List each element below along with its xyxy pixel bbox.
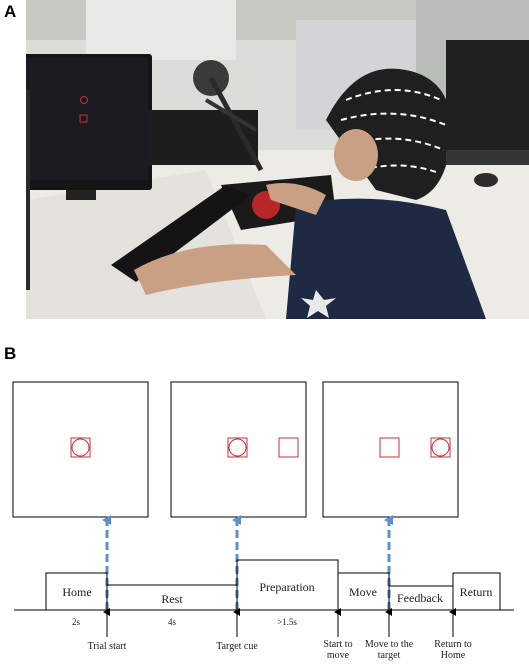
screen-move-to-target: [322, 381, 459, 518]
event-label-return-home: Return to Home: [434, 639, 472, 661]
event-label-move-to-target-wrap: Move to the target: [364, 639, 414, 661]
home-square-icon: [227, 437, 248, 458]
left-arm: [134, 244, 296, 295]
event-label-start-to-move-wrap: Start to move: [323, 639, 353, 661]
trial-timeline-schematic: Home Rest Preparation Move Feedback Retu…: [12, 381, 514, 661]
phase-label-move: Move: [349, 585, 377, 599]
panel-a-label: A: [4, 2, 17, 21]
cursor-circle-icon: [431, 438, 450, 457]
event-label-start-to-move: Start to move: [323, 639, 353, 661]
navy-tshirt: [286, 198, 486, 319]
eeg-cap: [326, 68, 452, 200]
target-square-icon: [278, 437, 299, 458]
eeg-experiment-photo: [26, 0, 529, 319]
pc-tower: [26, 90, 30, 290]
event-label-target-cue: Target cue: [216, 641, 258, 652]
duration-rest: 4s: [168, 617, 177, 627]
phase-label-rest: Rest: [161, 592, 183, 606]
duration-home: 2s: [72, 617, 81, 627]
phase-step-outline: [45, 559, 501, 610]
phase-label-preparation: Preparation: [259, 580, 314, 594]
face: [334, 129, 378, 181]
background-shelf: [86, 0, 236, 60]
right-monitor: [446, 40, 529, 150]
tshirt-star-icon: [301, 290, 336, 318]
cursor-circle-icon: [71, 438, 90, 457]
duration-preparation: >1.5s: [277, 617, 297, 627]
screen-target-cue: [170, 381, 307, 518]
haptic-arm: [208, 76, 264, 172]
event-label-move-to-target: Move to the target: [364, 639, 414, 661]
monitor-target-circle-icon: [80, 96, 88, 104]
screen-home: [12, 381, 149, 518]
target-square-icon: [430, 437, 451, 458]
phase-label-return: Return: [460, 585, 493, 599]
right-arm: [266, 182, 326, 215]
keyboard: [111, 185, 251, 282]
haptic-arm-link: [204, 98, 258, 132]
cursor-circle-icon: [228, 438, 247, 457]
event-label-return-home-wrap: Return to Home: [434, 639, 472, 661]
monitor-target-square-icon: [79, 114, 88, 123]
phase-label-home: Home: [62, 585, 91, 599]
phase-label-feedback: Feedback: [397, 591, 443, 605]
right-mouse: [474, 173, 498, 187]
panel-b-label: B: [4, 344, 17, 363]
event-label-trial-start: Trial start: [88, 641, 127, 652]
home-square-icon: [70, 437, 91, 458]
monitor-stand: [66, 190, 96, 200]
home-square-icon: [379, 437, 400, 458]
